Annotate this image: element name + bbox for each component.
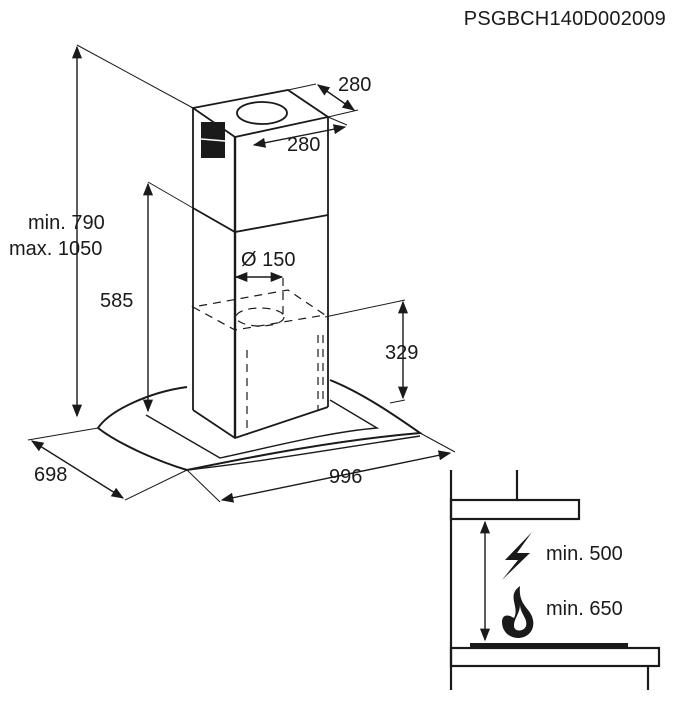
duct-opening bbox=[236, 101, 288, 125]
flame-icon bbox=[502, 586, 534, 638]
chimney-joint bbox=[192, 207, 329, 233]
canopy-outer bbox=[96, 379, 423, 472]
dim-canopy-depth: 698 bbox=[34, 464, 68, 486]
dim-height-max: max. 1050 bbox=[9, 238, 103, 260]
dim-chimney-width: 280 bbox=[287, 134, 321, 156]
lightning-icon bbox=[502, 532, 532, 580]
dim-height-min: min. 790 bbox=[28, 212, 105, 234]
clearance-gas: min. 650 bbox=[546, 598, 623, 620]
cooktop bbox=[470, 643, 628, 648]
clearance-electric: min. 500 bbox=[546, 543, 623, 565]
dim-canopy-height: 329 bbox=[385, 342, 419, 364]
dim-canopy-width: 996 bbox=[329, 466, 363, 488]
dim-duct-diameter: Ø 150 bbox=[241, 249, 296, 271]
canopy-edge bbox=[186, 435, 421, 471]
dim-chimney-depth: 280 bbox=[338, 74, 372, 96]
hood-shelf bbox=[449, 498, 581, 521]
clearance-diagram bbox=[449, 470, 661, 690]
document-code: PSGBCH140D002009 bbox=[463, 8, 666, 30]
hob bbox=[449, 646, 661, 668]
dim-lower-chimney: 585 bbox=[100, 290, 134, 312]
